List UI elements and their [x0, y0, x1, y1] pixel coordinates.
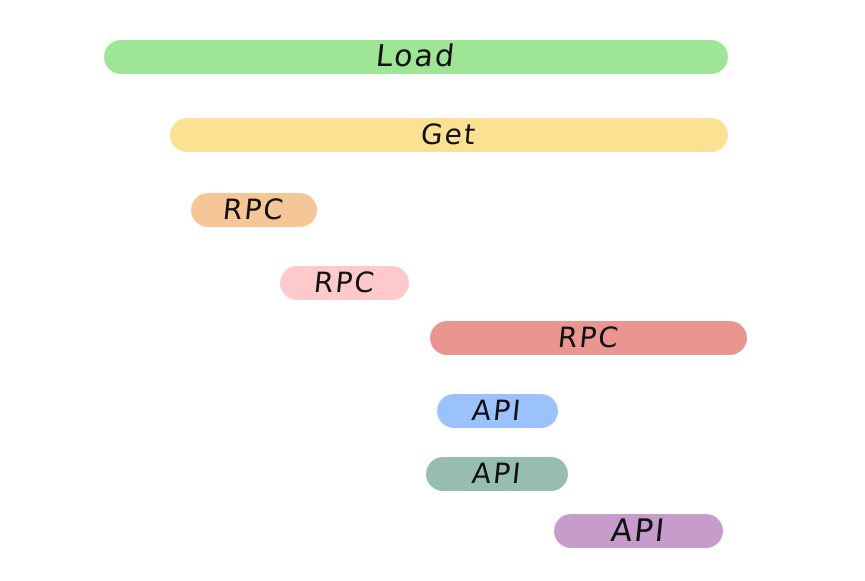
- bar-rpc-3: RPC: [430, 321, 747, 355]
- bar-api-3: API: [554, 512, 723, 549]
- bar-label-api-1: API: [470, 394, 525, 427]
- bar-load: Load: [104, 39, 728, 74]
- bar-label-rpc-2: RPC: [311, 266, 378, 299]
- bar-rpc-1: RPC: [191, 193, 317, 227]
- bar-label-rpc-3: RPC: [555, 321, 622, 354]
- bar-label-load: Load: [374, 39, 458, 74]
- bar-api-2: API: [426, 457, 568, 491]
- bar-label-rpc-1: RPC: [221, 193, 287, 226]
- bar-get: Get: [170, 118, 728, 152]
- bar-label-get: Get: [419, 118, 479, 151]
- bar-rpc-2: RPC: [280, 266, 409, 300]
- bar-label-api-2: API: [470, 457, 524, 490]
- bar-api-1: API: [437, 394, 558, 428]
- bar-label-api-3: API: [609, 512, 668, 549]
